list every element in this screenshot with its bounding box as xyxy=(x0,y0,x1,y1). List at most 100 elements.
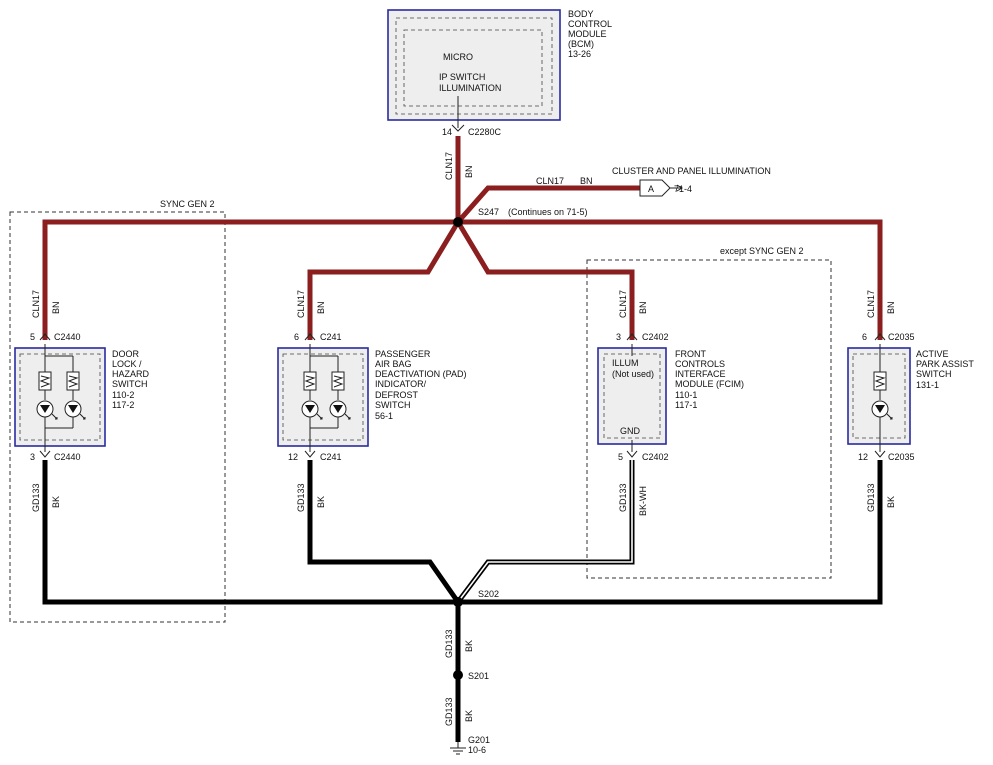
door-out-color: BK xyxy=(51,496,61,508)
cluster-arrow-icon xyxy=(676,184,683,192)
door-bottom-chevron xyxy=(39,450,51,458)
bcm-module[interactable] xyxy=(387,9,561,121)
fcim-inner-box xyxy=(603,353,661,439)
ground-symbol-icon xyxy=(450,742,466,755)
g201-label: G201 xyxy=(468,735,490,745)
wire-s247-to-cluster xyxy=(456,185,640,224)
fcim-label-5: 110-1 xyxy=(675,390,697,400)
door-label-5: 110-2 xyxy=(112,390,134,400)
door-label-3: HAZARD xyxy=(112,369,150,379)
cluster-ref: 71-4 xyxy=(674,184,692,194)
apa-out-color: BK xyxy=(886,496,896,508)
top-wire-color: BN xyxy=(464,165,474,178)
apa-switch[interactable] xyxy=(847,344,911,452)
apa-inner-box xyxy=(852,353,906,439)
door-bot-conn: C2440 xyxy=(54,452,81,462)
fcim-module[interactable] xyxy=(597,344,667,452)
fcim-top-pin: 3 xyxy=(616,332,621,342)
pad-label-6: SWITCH xyxy=(375,400,411,410)
g201-ref: 10-6 xyxy=(468,745,486,755)
pad-bot-conn: C241 xyxy=(320,452,342,462)
bcm-micro-label: MICRO xyxy=(443,52,473,62)
pad-switch[interactable] xyxy=(277,344,369,452)
pad-label-1: PASSENGER xyxy=(375,349,431,359)
fcim-bottom-chevron xyxy=(626,450,638,458)
door-out-circuit: GD133 xyxy=(31,483,41,512)
pad-label-7: 56-1 xyxy=(375,411,393,421)
s201-splice[interactable] xyxy=(453,670,463,680)
door-inner-box xyxy=(19,353,101,441)
fcim-not-used: (Not used) xyxy=(612,369,654,379)
fcim-label-2: CONTROLS xyxy=(675,359,725,369)
cluster-flag-icon[interactable] xyxy=(639,179,671,197)
wire-s247-to-fcim xyxy=(455,220,635,340)
door-in-circuit: CLN17 xyxy=(31,290,41,318)
apa-top-pin: 6 xyxy=(862,332,867,342)
s202-label: S202 xyxy=(478,589,499,599)
apa-out-circuit: GD133 xyxy=(866,483,876,512)
cluster-flag: A xyxy=(648,184,654,194)
pad-label-4: INDICATOR/ xyxy=(375,379,427,389)
wire-fcim-to-s202 xyxy=(456,460,635,604)
pad-top-pin: 6 xyxy=(294,332,299,342)
s202-splice[interactable] xyxy=(453,597,463,607)
bcm-micro-box xyxy=(403,29,543,107)
cluster-circuit: CLN17 xyxy=(536,176,564,186)
bcm-label-1: BODY xyxy=(568,9,594,19)
door-top-conn: C2440 xyxy=(54,332,81,342)
cluster-color: BN xyxy=(580,176,593,186)
bcm-ip-line-2: ILLUMINATION xyxy=(439,83,501,93)
s247-label: S247 xyxy=(478,207,499,217)
fcim-illum: ILLUM xyxy=(612,358,639,368)
wire-pad-to-s202 xyxy=(307,460,461,604)
s247-note: (Continues on 71-5) xyxy=(508,207,588,217)
bcm-label-5: 13-26 xyxy=(568,49,591,59)
apa-top-conn: C2035 xyxy=(888,332,915,342)
pad-in-color: BN xyxy=(316,301,326,314)
ground-wire2-color: BK xyxy=(464,710,474,722)
door-switch[interactable] xyxy=(14,344,106,452)
apa-label-4: 131-1 xyxy=(916,380,939,390)
fcim-top-chevron xyxy=(626,333,638,341)
top-wire-circuit: CLN17 xyxy=(444,152,454,180)
ground-wire1-circuit: GD133 xyxy=(444,629,454,658)
bcm-connector-chevron xyxy=(451,124,465,132)
apa-label-2: PARK ASSIST xyxy=(916,359,974,369)
wire-ground-bus xyxy=(42,460,883,605)
apa-bottom-chevron xyxy=(874,450,886,458)
pad-out-circuit: GD133 xyxy=(296,483,306,512)
fcim-in-circuit: CLN17 xyxy=(618,290,628,318)
fcim-out-color: BK-WH xyxy=(638,486,648,516)
sync-gen2-label: SYNC GEN 2 xyxy=(160,199,215,209)
apa-in-circuit: CLN17 xyxy=(866,290,876,318)
apa-bot-conn: C2035 xyxy=(888,452,915,462)
except-sync-gen2-label: except SYNC GEN 2 xyxy=(720,246,804,256)
fcim-gnd: GND xyxy=(620,426,641,436)
fcim-in-color: BN xyxy=(638,301,648,314)
pad-label-5: DEFROST xyxy=(375,390,419,400)
wire-fcim-stripe xyxy=(457,460,633,603)
bcm-label-2: CONTROL xyxy=(568,19,612,29)
sync-gen2-box xyxy=(9,211,226,623)
fcim-label-1: FRONT xyxy=(675,349,706,359)
door-bot-pin: 3 xyxy=(30,452,35,462)
pad-in-circuit: CLN17 xyxy=(296,290,306,318)
apa-in-color: BN xyxy=(886,301,896,314)
apa-label-1: ACTIVE xyxy=(916,349,949,359)
cluster-label: CLUSTER AND PANEL ILLUMINATION xyxy=(612,166,771,176)
s201-label: S201 xyxy=(468,671,489,681)
pad-top-conn: C241 xyxy=(320,332,342,342)
s247-splice[interactable] xyxy=(453,217,463,227)
fcim-label-6: 117-1 xyxy=(675,400,697,410)
pad-label-3: DEACTIVATION (PAD) xyxy=(375,369,467,379)
wire-main-bus xyxy=(42,219,883,340)
pad-bot-pin: 12 xyxy=(288,452,298,462)
door-label-1: DOOR xyxy=(112,349,140,359)
fcim-label-3: INTERFACE xyxy=(675,369,726,379)
bcm-label-4: (BCM) xyxy=(568,39,594,49)
pad-bottom-chevron xyxy=(304,450,316,458)
pad-out-color: BK xyxy=(316,496,326,508)
wire-s247-to-pad xyxy=(307,220,461,340)
ground-wire2-circuit: GD133 xyxy=(444,697,454,726)
door-top-chevron xyxy=(39,333,51,341)
